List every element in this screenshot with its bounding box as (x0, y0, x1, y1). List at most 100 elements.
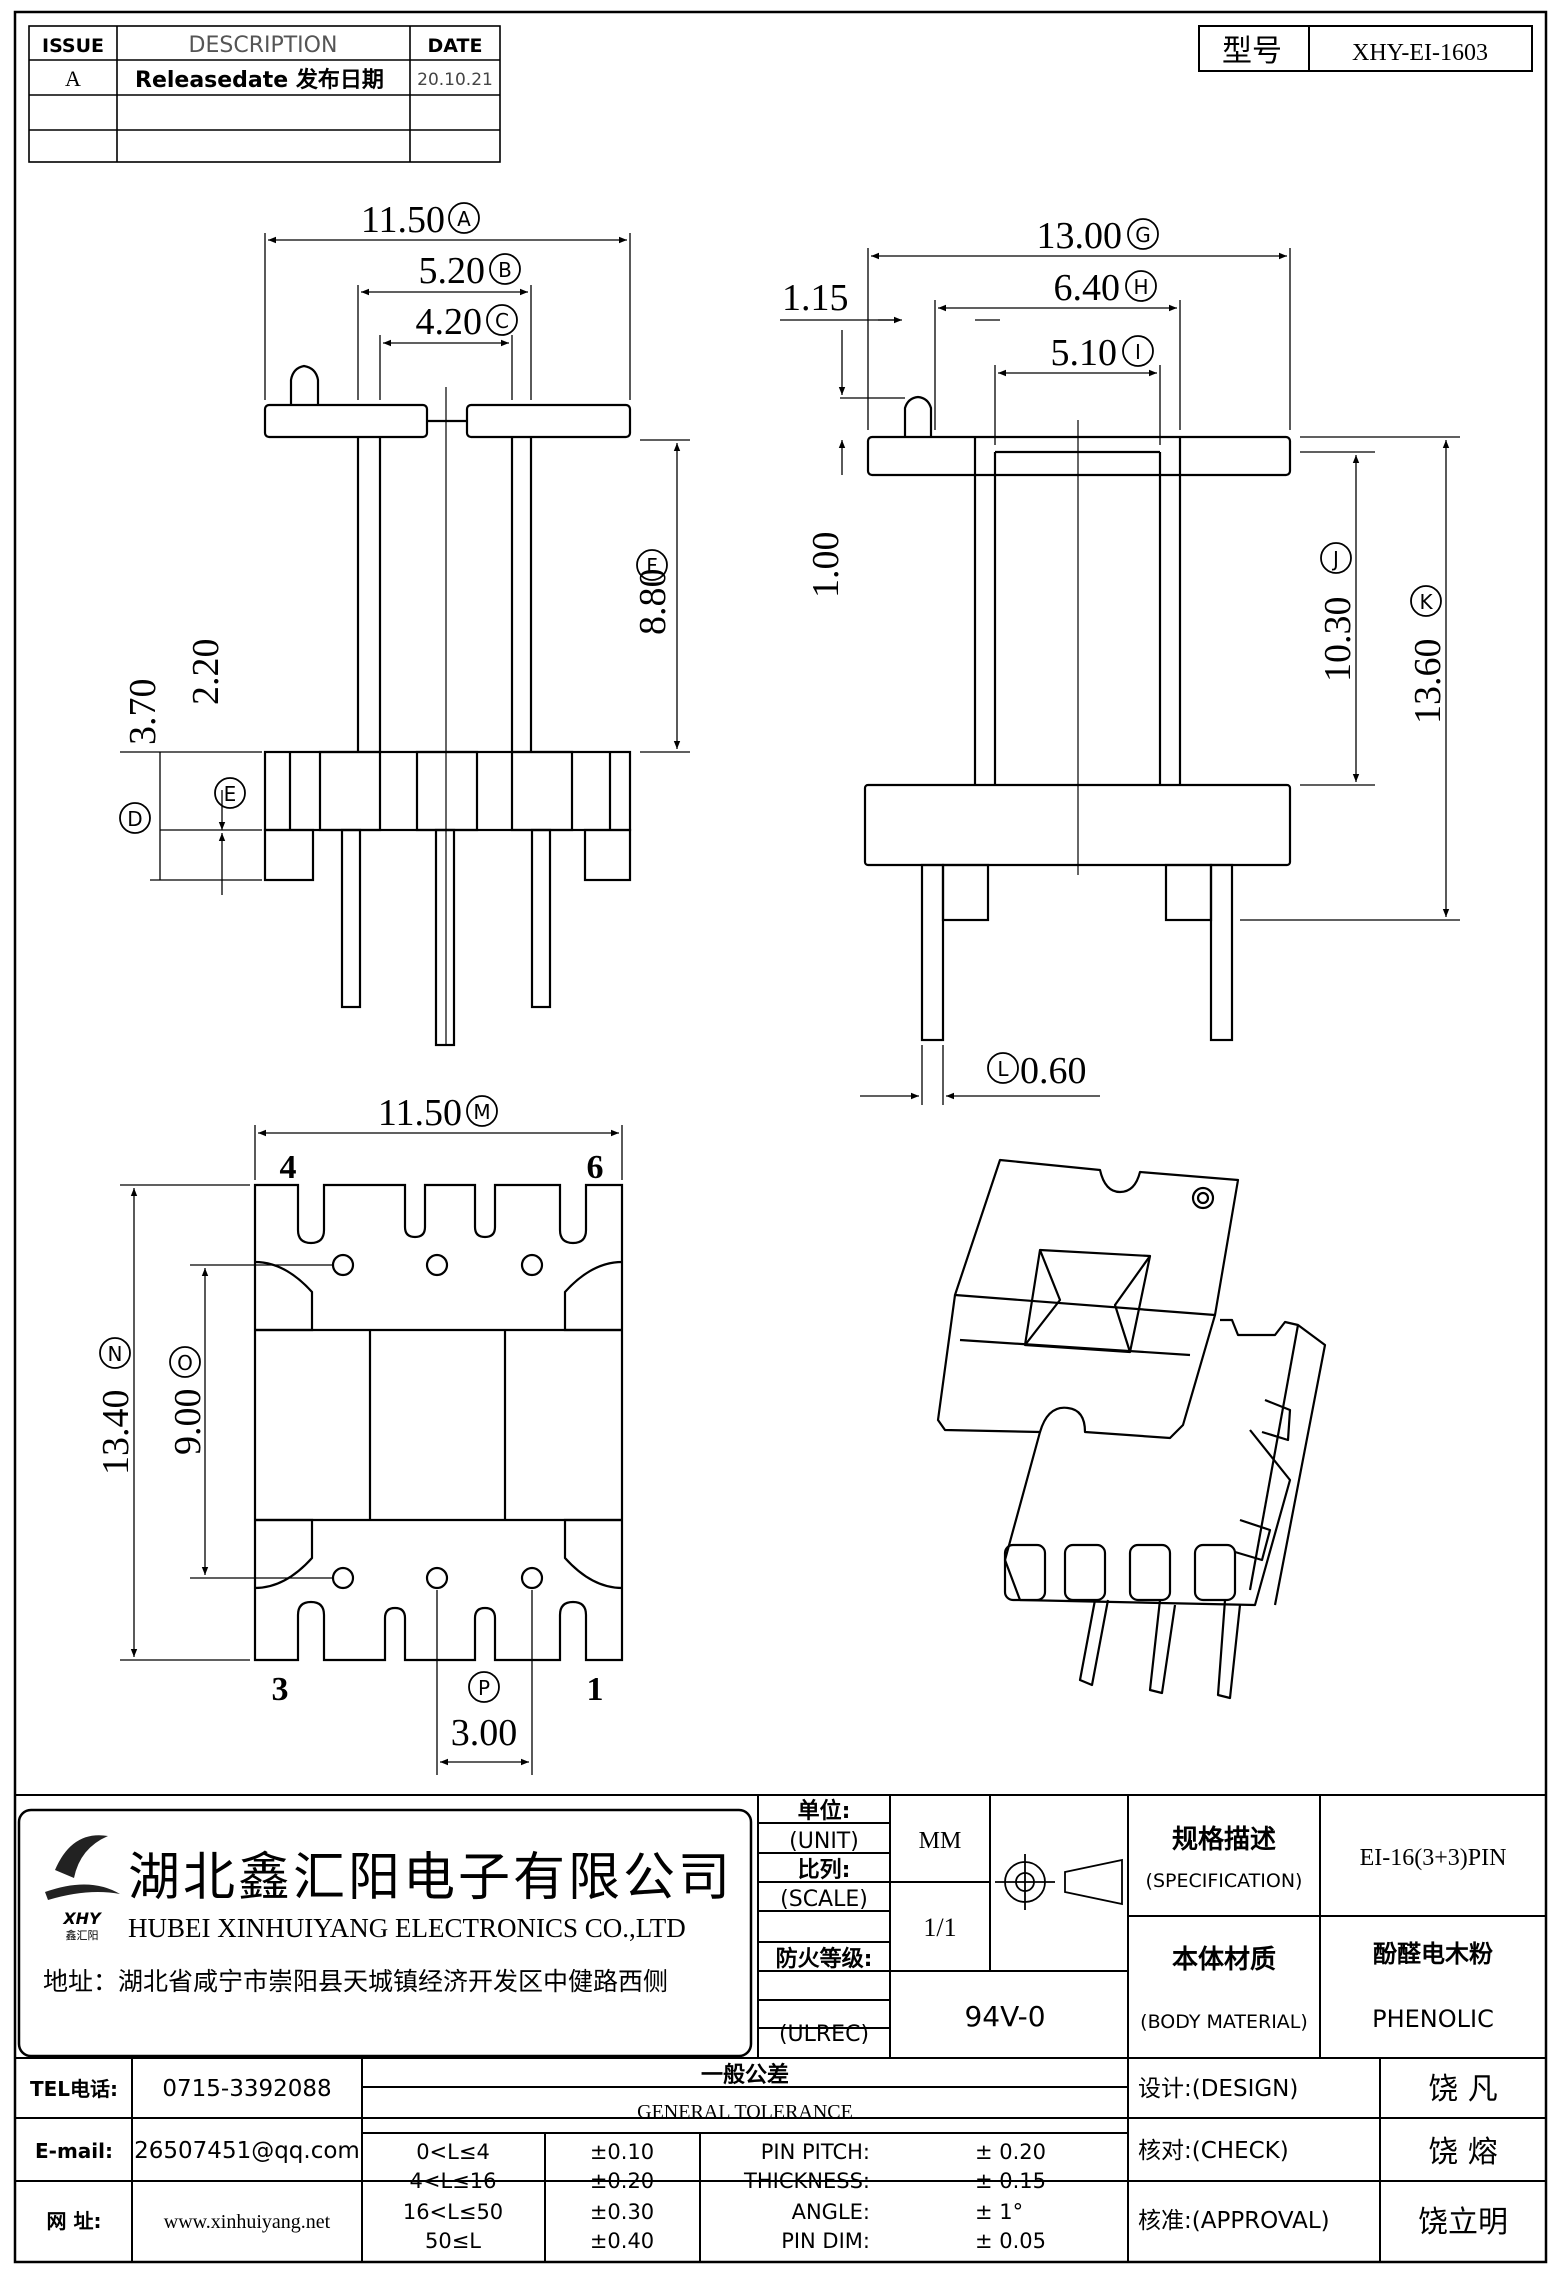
model-value: XHY-EI-1603 (1352, 40, 1488, 66)
tol-spec-angle: ANGLE: (792, 2200, 870, 2224)
ul-value: 94V-0 (964, 2000, 1045, 2033)
tel-label: TEL电话: (30, 2077, 118, 2101)
tol-spec-pindim-value: ± 0.05 (975, 2229, 1046, 2253)
email-value: 26507451@qq.com (134, 2138, 360, 2164)
tol-spec-thickness: THICKNESS: (743, 2169, 870, 2193)
tol-spec-pitch: PIN PITCH: (761, 2140, 870, 2164)
dim-j-marker (1320, 542, 1352, 574)
tol-range-4: 50≤L (425, 2229, 481, 2253)
dim-g-letter: G (1135, 223, 1151, 247)
pin-1-label: 1 (587, 1671, 604, 1708)
dim-n-marker (99, 1337, 131, 1369)
company-name-cn: 湖北鑫汇阳电子有限公司 (128, 1848, 733, 1908)
dim-a-letter: A (457, 207, 471, 231)
dim-p-value: 3.00 (451, 1712, 518, 1754)
pin-3-label: 3 (272, 1671, 289, 1708)
dim-c-letter: C (495, 309, 509, 333)
side-view-dims (120, 233, 690, 895)
dim-n-value: 13.40 (95, 1390, 137, 1476)
dim-m-marker (466, 1095, 498, 1127)
company-name-en: HUBEI XINHUIYANG ELECTRONICS CO.,LTD (128, 1913, 686, 1943)
web-label: 网 址: (47, 2209, 102, 2233)
spec-value: EI-16(3+3)PIN (1360, 1845, 1507, 1871)
material-label-en: (BODY MATERIAL) (1140, 2011, 1308, 2033)
dim-b-value: 5.20 (419, 250, 486, 292)
design-label: 设计:(DESIGN) (1138, 2076, 1298, 2102)
front-view-dims (780, 248, 1460, 1105)
tolerance-title-en: GENERAL TOLERANCE (637, 2101, 853, 2123)
ul-label-en: (ULREC) (779, 2022, 869, 2047)
rev-header-issue: ISSUE (42, 35, 104, 57)
dim-d-marker (119, 802, 151, 834)
dim-h-marker (1125, 270, 1157, 302)
dim-f-letter: F (646, 554, 658, 578)
ul-label-cn: 防火等级: (776, 1946, 873, 1972)
dim-o-marker (169, 1346, 201, 1378)
dim-i-letter: I (1135, 340, 1141, 364)
projection-symbol-icon (995, 1854, 1123, 1910)
dim-e-marker (214, 777, 246, 809)
material-label-cn: 本体材质 (1172, 1945, 1276, 1975)
spec-label-en: (SPECIFICATION) (1146, 1870, 1303, 1892)
logo-text: XHY (62, 1909, 102, 1928)
scale-label-cn: 比列: (798, 1858, 851, 1883)
dim-l-marker (987, 1052, 1019, 1084)
title-block-lines (15, 1794, 1546, 2262)
dim-o-letter: O (177, 1351, 193, 1375)
tol-value-3: ±0.30 (590, 2200, 654, 2224)
dim-h-letter: H (1133, 275, 1148, 299)
dim-k-marker (1410, 585, 1442, 617)
dim-f-marker (636, 549, 668, 581)
tol-range-3: 16<L≤50 (403, 2200, 503, 2224)
spec-label-cn: 规格描述 (1172, 1824, 1276, 1855)
tol-value-1: ±0.10 (590, 2140, 654, 2164)
model-label: 型号 (1222, 34, 1282, 69)
pin-6-label: 6 (587, 1149, 604, 1186)
email-label: E-mail: (35, 2139, 113, 2163)
unit-label-en: (UNIT) (789, 1829, 859, 1854)
dim-220-value: 2.20 (185, 639, 227, 706)
logo-sub: 鑫汇阳 (66, 1928, 99, 1942)
tolerance-title-cn: 一般公差 (701, 2062, 789, 2088)
rev-header-date: DATE (428, 35, 483, 57)
revision-table (28, 25, 501, 163)
rev-row-date: 20.10.21 (417, 70, 493, 90)
rev-row-issue: A (65, 66, 81, 91)
dim-m-letter: M (473, 1100, 490, 1124)
dim-i-value: 5.10 (1051, 332, 1118, 374)
dim-k-letter: K (1419, 590, 1433, 614)
dim-a-marker (448, 202, 480, 234)
unit-label-cn: 单位: (798, 1798, 851, 1824)
unit-value: MM (919, 1828, 962, 1854)
dim-g-marker (1127, 218, 1159, 250)
dim-l-letter: L (997, 1057, 1009, 1081)
dim-b-letter: B (498, 258, 512, 282)
tol-spec-thickness-value: ± 0.15 (975, 2169, 1046, 2193)
drawing-border (13, 10, 1548, 2264)
dim-l-value: 0.60 (1020, 1050, 1087, 1092)
tol-spec-pindim: PIN DIM: (781, 2229, 870, 2253)
bottom-view-dims (120, 1125, 623, 1775)
company-logo: XHY 鑫汇阳 (45, 1835, 120, 1942)
dim-flange-value: 1.00 (805, 532, 847, 599)
scale-label-en: (SCALE) (780, 1887, 868, 1912)
dim-i-marker (1122, 335, 1154, 367)
model-box (1198, 25, 1533, 72)
approval-label: 核准:(APPROVAL) (1138, 2208, 1330, 2234)
dim-f-value: 8.80 (632, 569, 674, 636)
tol-value-4: ±0.40 (590, 2229, 654, 2253)
dim-c-value: 4.20 (416, 301, 483, 343)
rev-row-description: Releasedate 发布日期 (135, 67, 384, 93)
tel-value: 0715-3392088 (162, 2076, 331, 2102)
check-label: 核对:(CHECK) (1138, 2138, 1289, 2164)
dim-a-value: 11.50 (361, 199, 445, 241)
pin-4-label: 4 (280, 1149, 297, 1186)
tol-value-2: ±0.20 (590, 2169, 654, 2193)
dim-p-letter: P (478, 1676, 490, 1700)
dim-c-marker (486, 304, 518, 336)
dim-370-value: 3.70 (122, 679, 164, 746)
isometric-view (936, 1158, 1327, 1700)
dim-n-letter: N (108, 1342, 123, 1366)
dim-tab-value: 1.15 (782, 277, 849, 319)
dim-e-letter: E (224, 782, 237, 806)
